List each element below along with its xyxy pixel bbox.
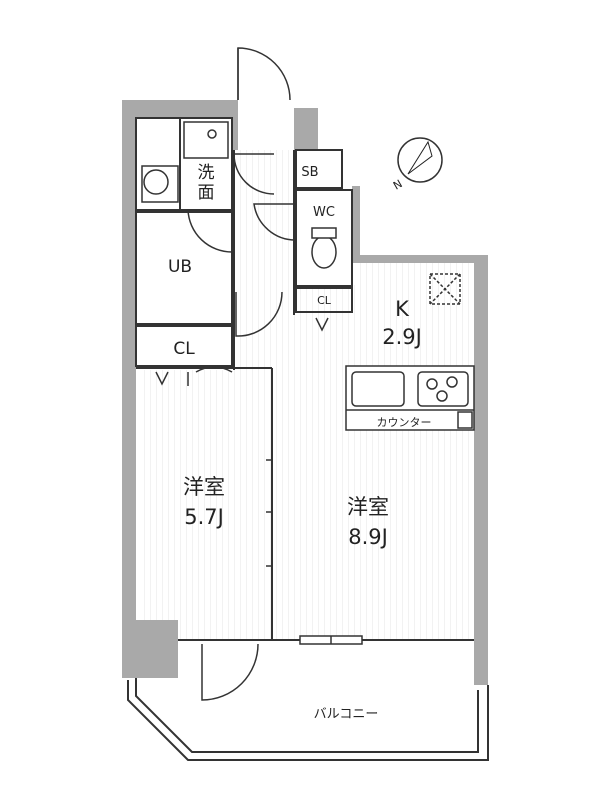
closet-kitchen-label: CL [317,294,332,307]
kitchen-name: K [395,297,410,321]
counter-label: カウンター [377,416,432,429]
washroom-label-1: 洗 [198,163,215,183]
closet-markers [155,317,329,567]
storage-box-label: SB [301,165,318,180]
compass-label: N [391,177,405,192]
balcony-label: バルコニー [314,707,379,722]
western-large-size: 8.9J [348,525,388,549]
kitchen-size: 2.9J [382,325,422,349]
western-small-name: 洋室 [183,475,225,499]
fixtures [141,121,475,431]
outer-walls [122,100,488,685]
interior-walls [127,117,489,761]
sliding-window [299,635,363,645]
closet-lower-label: CL [173,339,195,359]
bath-label: UB [168,257,192,277]
compass-icon [397,137,443,183]
western-small-size: 5.7J [184,505,224,529]
washroom-label-2: 面 [198,183,215,203]
toilet-label: WC [313,205,335,220]
door-swings [187,47,297,701]
western-large-name: 洋室 [347,495,389,519]
